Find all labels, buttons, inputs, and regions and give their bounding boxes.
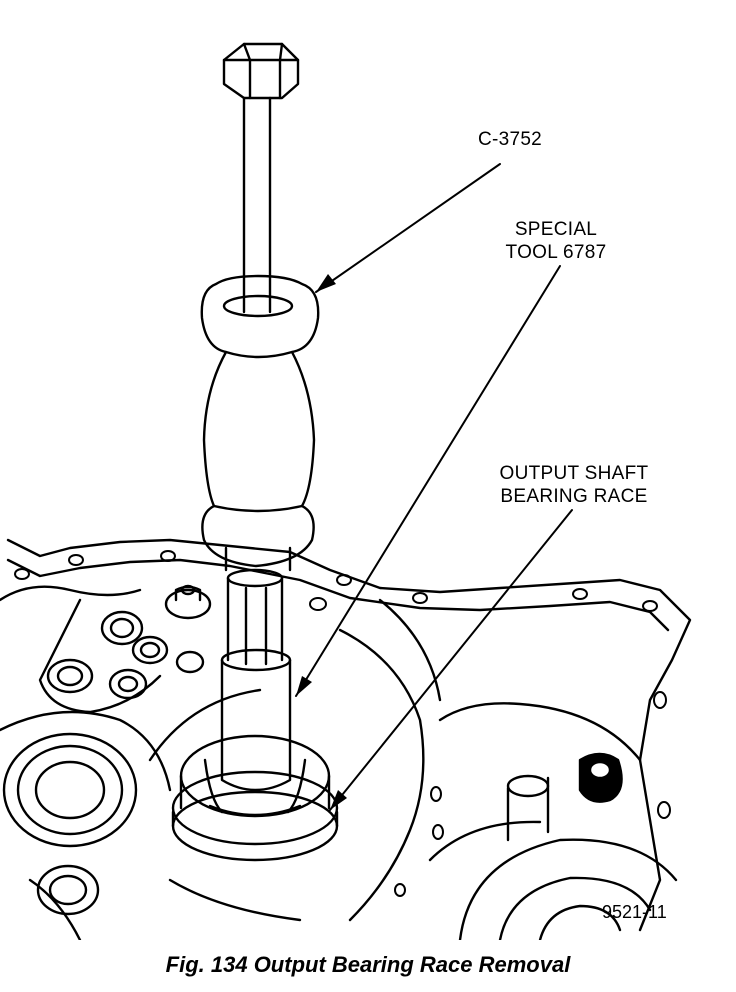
- output-shaft-bearing-race: [171, 734, 339, 862]
- leader-arrowheads: [296, 274, 347, 810]
- transaxle-case: [0, 538, 692, 940]
- leader-special-tool: [295, 265, 561, 697]
- special-tool-label: SPECIAL TOOL 6787: [488, 218, 624, 264]
- left-bearing-bore: [2, 732, 138, 848]
- right-bearing-bore: [458, 838, 678, 940]
- lower-left-holes: [36, 864, 100, 916]
- special-tool-6787: [220, 568, 292, 792]
- right-shaft-stub: [506, 752, 623, 842]
- case-holes-left: [38, 584, 212, 714]
- figure-caption: Fig. 134 Output Bearing Race Removal: [165, 952, 571, 977]
- leader-bearing-race: [329, 509, 573, 811]
- figure-number: 9521-11: [602, 902, 667, 922]
- flange-bolt-bosses: [14, 550, 671, 897]
- arrowhead-special-tool: [296, 676, 312, 696]
- slide-hammer-c3752: [200, 42, 320, 572]
- arrowhead-c3752: [316, 274, 336, 292]
- c3752-label: C-3752: [462, 128, 558, 151]
- c3752-text: C-3752: [477, 129, 543, 150]
- arrowhead-bearing-race: [330, 790, 347, 810]
- transaxle-illustration: [0, 42, 692, 940]
- bearing-race-line1: OUTPUT SHAFT: [499, 463, 649, 484]
- leader-c3752: [315, 163, 501, 293]
- special-tool-line2: TOOL 6787: [505, 242, 607, 263]
- special-tool-line1: SPECIAL: [514, 219, 598, 240]
- bearing-race-line2: BEARING RACE: [500, 486, 648, 507]
- bearing-race-label: OUTPUT SHAFT BEARING RACE: [486, 462, 662, 508]
- callout-leaders: [295, 163, 573, 811]
